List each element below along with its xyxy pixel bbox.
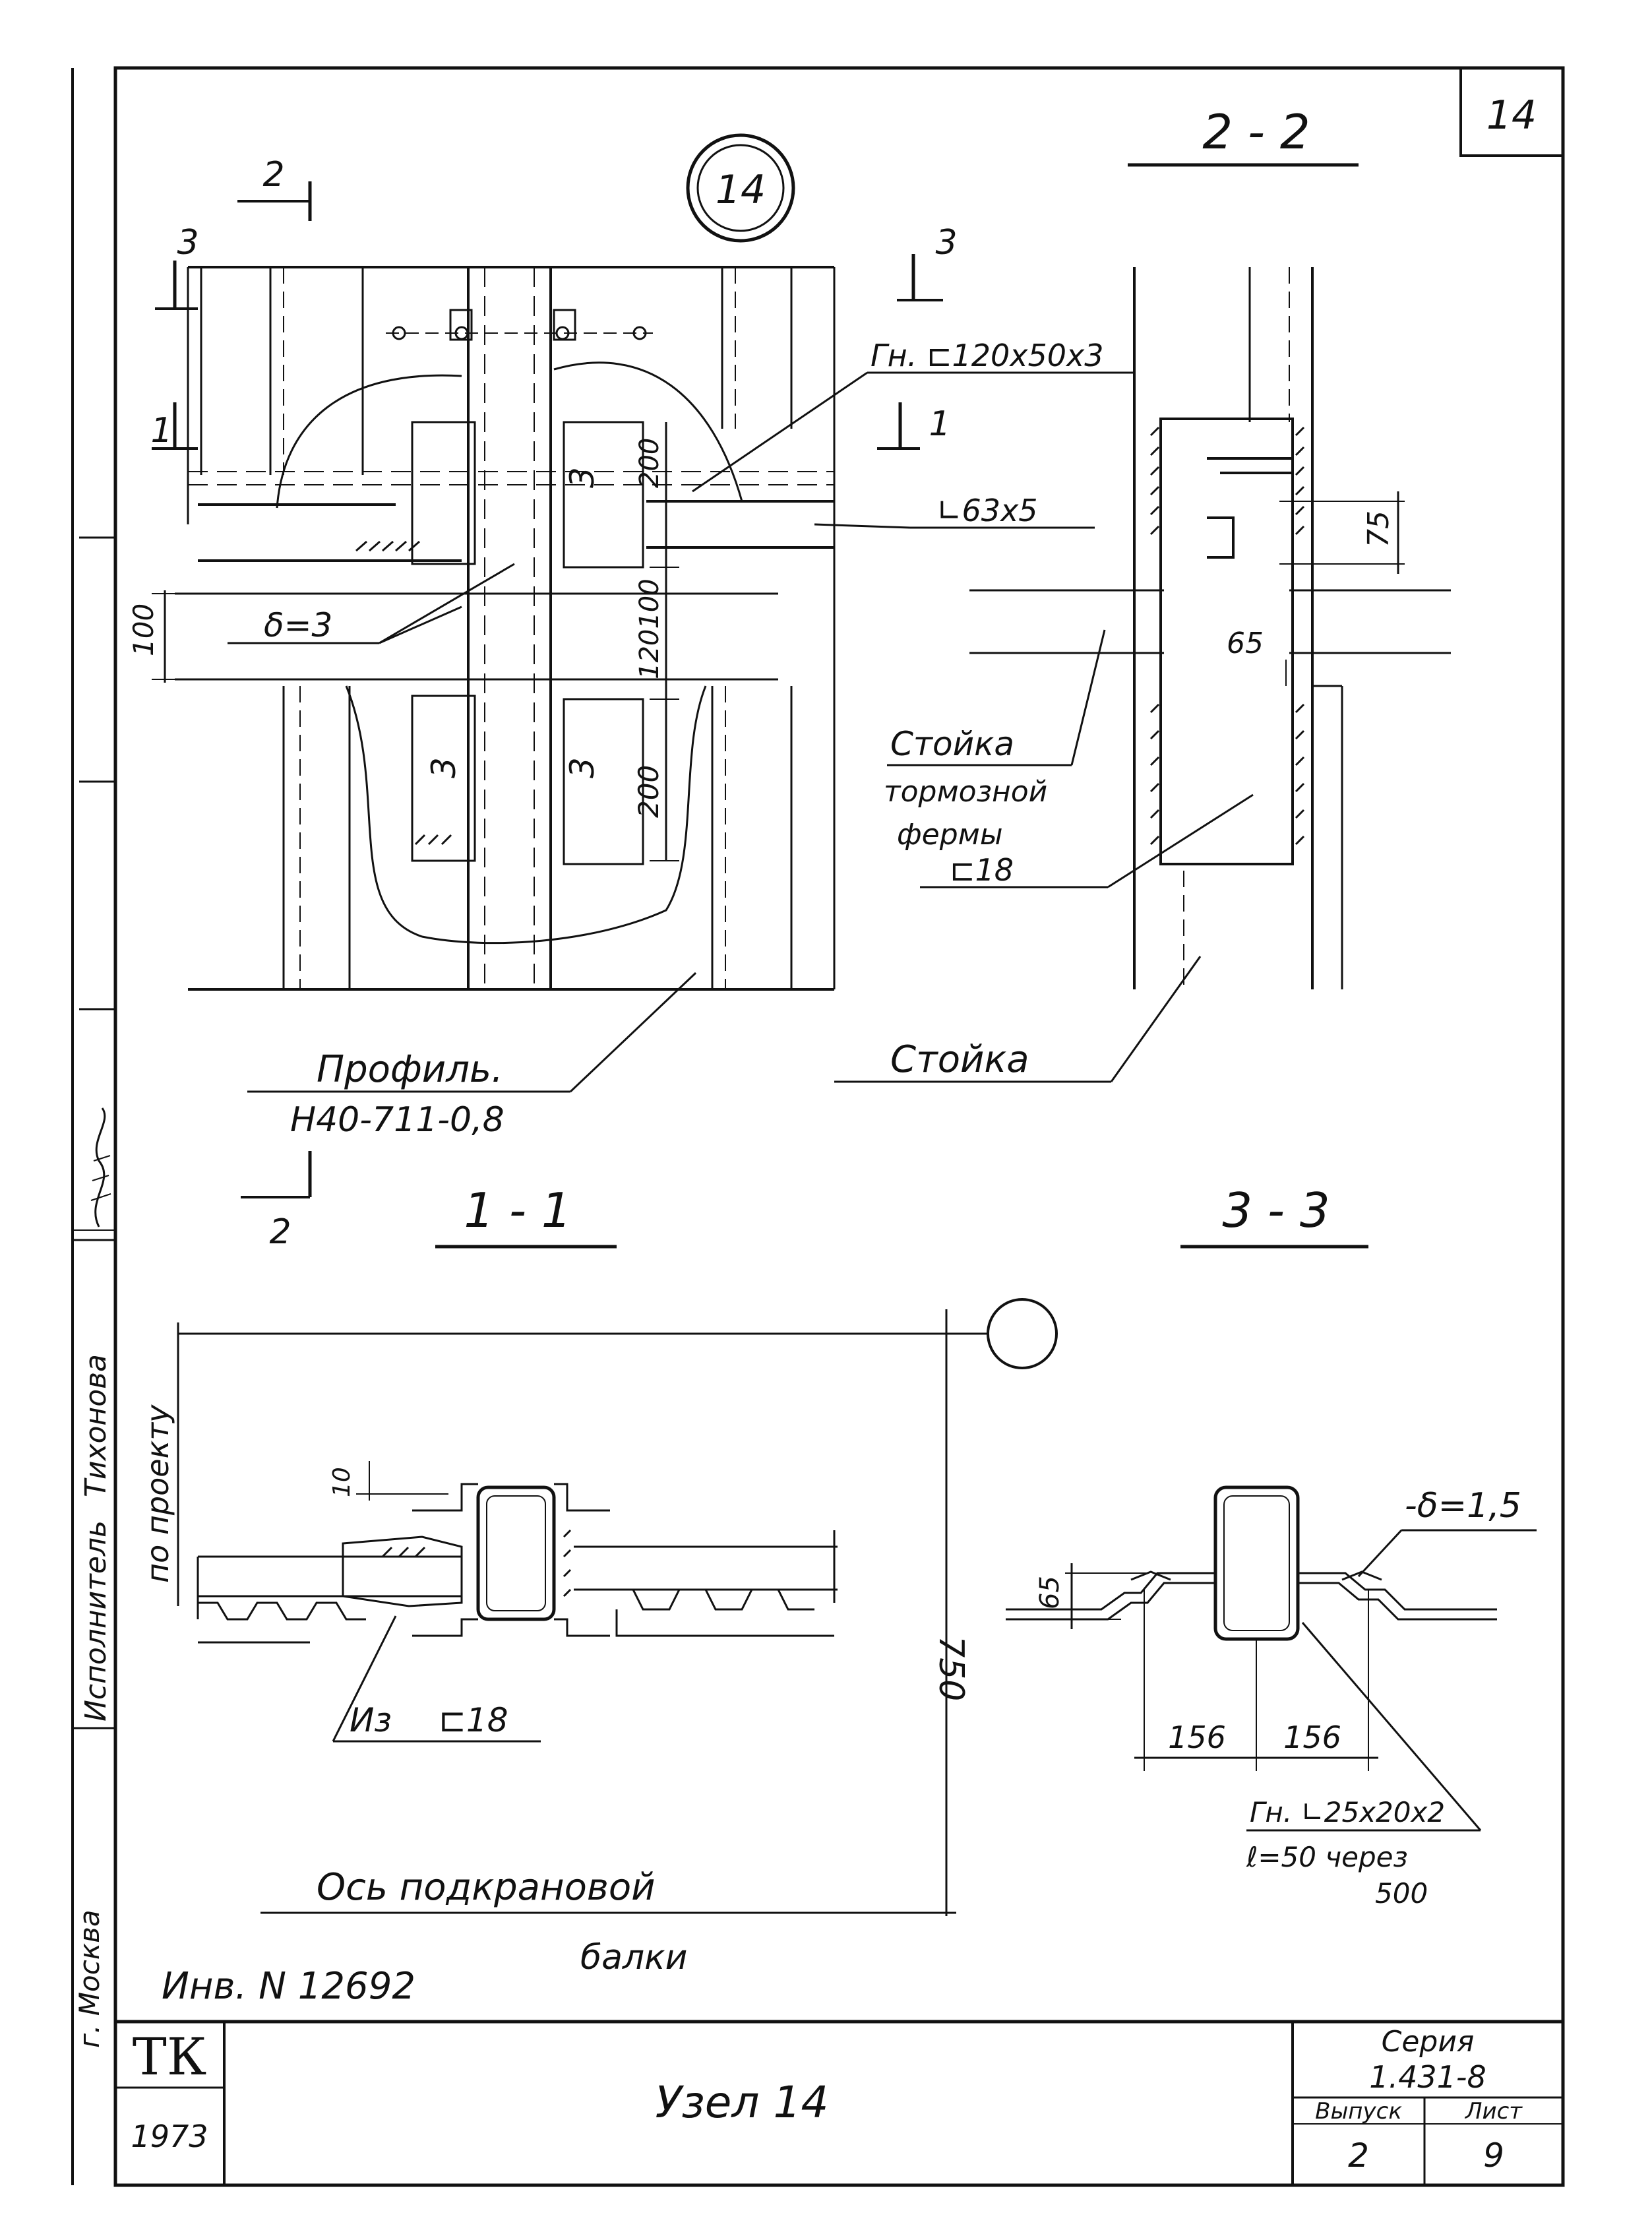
weld-size-lower-left: 3	[425, 757, 463, 778]
cut-3-left-label: 3	[177, 223, 199, 263]
elevation-dimensions	[152, 422, 679, 861]
label-gn-angle-line2: ℓ=50 через	[1246, 1841, 1408, 1873]
weld-size-lower-right: 3	[563, 757, 601, 778]
section-1-1-title: 1 - 1	[464, 1183, 571, 1238]
dim-120-100: 120100	[634, 578, 665, 679]
sheet-value: 9	[1483, 2136, 1504, 2175]
cut-3-right-label: 3	[935, 223, 957, 263]
dim-65-section-3-3: 65	[1035, 1576, 1065, 1609]
label-gn-angle-line1: Гн. ∟25х20х2	[1250, 1796, 1445, 1828]
label-iz-word: Из	[350, 1701, 392, 1739]
node-circle-number: 14	[716, 167, 766, 213]
cut-1-left-label: 1	[150, 411, 172, 450]
label-delta-3: δ=3	[264, 606, 332, 644]
sheet-label: Лист	[1464, 2098, 1523, 2125]
label-axis-line2: балки	[580, 1938, 687, 1977]
executor-label: Исполнитель	[79, 1520, 113, 1722]
section-1-1-view	[177, 1298, 1058, 1916]
cut-2-bottom-label: 2	[269, 1212, 291, 1252]
weld-size-upper: 3	[563, 467, 601, 488]
section-2-2-view	[834, 163, 1451, 1083]
node-circle: 14	[686, 133, 795, 243]
org-logo: ТК	[133, 2028, 206, 2087]
title-block	[115, 2020, 1563, 2185]
label-post-line1: Стойка	[890, 725, 1014, 763]
label-angle-63x5: ∟63х5	[936, 493, 1038, 528]
label-post-line4: ⊏18	[950, 852, 1014, 888]
dim-200-bottom: 200	[632, 765, 665, 818]
dim-10: 10	[328, 1467, 355, 1497]
label-iz-profile: ⊏18	[439, 1701, 508, 1739]
sheet-number-corner: 14	[1486, 92, 1537, 139]
executor-signature	[73, 1107, 115, 1231]
series-value: 1.431-8	[1369, 2059, 1486, 2095]
elevation-view	[175, 266, 836, 991]
dim-156-right: 156	[1283, 1720, 1341, 1755]
label-gn-channel: Гн. ⊏120х50х3	[871, 338, 1104, 373]
cut-2-top-label: 2	[262, 155, 284, 195]
elevation-leaders	[228, 371, 1134, 1093]
year: 1973	[131, 2119, 208, 2154]
section-3-3-view	[1006, 1485, 1537, 1832]
label-axis-line1: Ось подкрановой	[317, 1866, 656, 1909]
sheet-frame	[71, 66, 1565, 2187]
dim-75: 75	[1362, 511, 1395, 547]
dim-156-left: 156	[1168, 1720, 1226, 1755]
label-delta-1-5: -δ=1,5	[1405, 1486, 1521, 1526]
dim-200-top: 200	[634, 438, 665, 488]
label-post-line3: фермы	[897, 818, 1003, 852]
city-label: г. Москва	[73, 1910, 106, 2048]
elevation-cut-markers	[152, 181, 943, 1198]
label-profile-line1: Профиль.	[317, 1048, 503, 1091]
label-post-line2: тормозной	[884, 775, 1047, 809]
issue-value: 2	[1348, 2136, 1369, 2175]
label-by-project: по проекту	[140, 1404, 175, 1583]
label-stoyka: Стойка	[890, 1038, 1029, 1081]
executor-name: Тихонова	[79, 1354, 113, 1497]
section-3-3-title: 3 - 3	[1222, 1183, 1330, 1238]
dim-100: 100	[127, 604, 160, 656]
cut-1-right-label: 1	[929, 404, 950, 444]
dim-65-section-2-2: 65	[1227, 627, 1264, 660]
label-gn-angle-line3: 500	[1375, 1877, 1428, 1910]
series-label: Серия	[1382, 2025, 1475, 2059]
label-profile-line2: Н40-711-0,8	[290, 1100, 505, 1140]
drawing-title: Узел 14	[655, 2077, 828, 2128]
section-2-2-title: 2 - 2	[1202, 104, 1310, 160]
dim-750: 750	[931, 1636, 971, 1701]
inventory-number: Инв. N 12692	[162, 1965, 415, 2008]
issue-label: Выпуск	[1315, 2098, 1402, 2125]
